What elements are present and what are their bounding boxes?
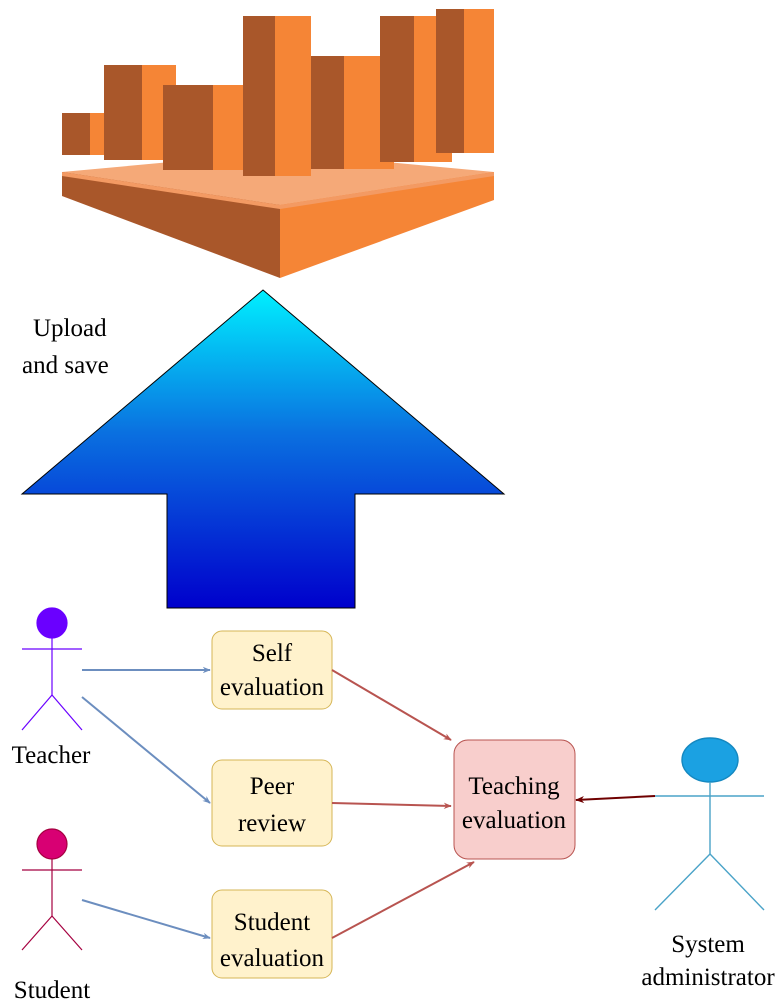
student-evaluation-box: Student evaluation — [211, 889, 333, 979]
student-actor — [21, 828, 83, 951]
connectors — [81, 666, 656, 940]
teaching-evaluation-box: Teaching evaluation — [453, 739, 576, 860]
teaching-evaluation-line2: evaluation — [462, 807, 567, 834]
upload-arrow-icon — [20, 289, 506, 609]
upload-label-line2: and save — [22, 352, 109, 379]
edge-student-studenteval — [81, 899, 211, 940]
edge-admin-teaching — [575, 795, 656, 804]
student-label: Student — [14, 977, 90, 1003]
edge-self-teaching — [331, 669, 452, 741]
admin-actor — [654, 737, 765, 911]
admin-label-line1: System — [671, 931, 745, 958]
self-evaluation-line1: Self — [252, 640, 293, 667]
edge-studenteval-teaching — [331, 861, 475, 939]
teacher-head — [36, 607, 68, 639]
peer-review-line2: review — [238, 810, 306, 837]
peer-review-box: Peer review — [211, 759, 333, 847]
upload-label-line1: Upload — [33, 315, 107, 342]
peer-review-line1: Peer — [250, 773, 295, 800]
data-warehouse-icon — [62, 9, 494, 278]
student-head — [36, 828, 68, 860]
student-evaluation-line1: Student — [234, 909, 310, 936]
teaching-evaluation-line1: Teaching — [468, 773, 560, 800]
teacher-label: Teacher — [12, 742, 91, 769]
admin-label-line2: administrator — [641, 964, 775, 991]
teacher-actor — [21, 607, 83, 731]
self-evaluation-line2: evaluation — [220, 674, 325, 701]
edge-peer-teaching — [331, 802, 452, 810]
student-evaluation-line2: evaluation — [220, 945, 325, 972]
admin-head — [681, 737, 739, 783]
edge-teacher-peer — [81, 696, 211, 804]
self-evaluation-box: Self evaluation — [211, 630, 333, 710]
